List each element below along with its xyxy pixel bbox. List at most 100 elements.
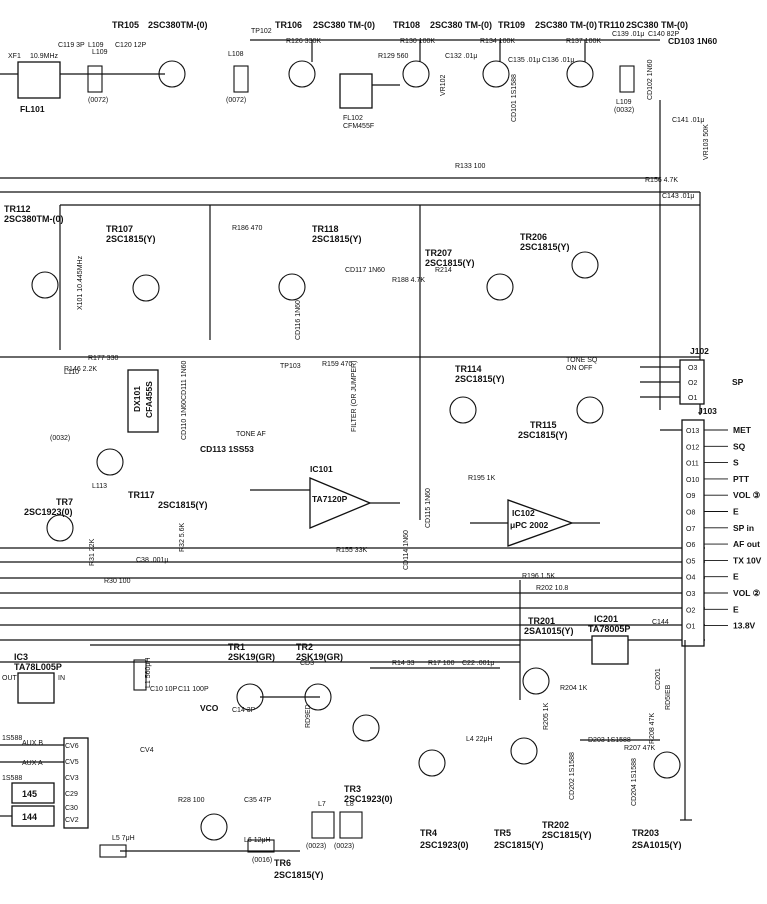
ic3-regulator: [17, 672, 55, 704]
tr2-part: 2SK19(GR): [296, 652, 343, 662]
j102-sp-label: SP: [732, 377, 744, 387]
cd115-label: CD115 1N60: [425, 488, 432, 528]
ic3-in-label: IN: [58, 675, 65, 682]
tr201-label: TR201: [528, 616, 555, 626]
l113-label: L113: [92, 483, 107, 490]
aux-crystal-block: [0, 737, 89, 829]
c11-label: C11 100P: [178, 686, 209, 693]
tr7-label: TR7: [56, 497, 73, 507]
tr207-label: TR207: [425, 248, 452, 258]
j103-pin-5: O5: [686, 558, 695, 565]
l109b-label: L109: [616, 99, 632, 106]
cd3-part: RD9ED: [305, 704, 312, 728]
cd117-label: CD117 1N60: [345, 267, 385, 274]
r205-label: R205 1K: [543, 702, 550, 730]
tone-af-label: TONE AF: [236, 431, 266, 438]
tr114-label: TR114: [455, 364, 482, 374]
tr106-label: TR106: [275, 20, 302, 30]
cd111-label: CD111 1N60: [181, 360, 188, 400]
tr1-part: 2SK19(GR): [228, 652, 275, 662]
tr5-label: TR5: [494, 828, 511, 838]
d203-label: D203 1S1588: [588, 737, 631, 744]
j103-pin-4: O4: [686, 575, 695, 582]
c119-label: C119 3P: [58, 42, 85, 49]
tr117-label: TR117: [128, 490, 155, 500]
j103-pin-2: O2: [686, 607, 695, 614]
l1-label: L1 560μH: [145, 658, 152, 689]
ic101-part: TA7120P: [312, 494, 348, 504]
c139-label: C139 .01μ: [612, 31, 644, 38]
tr2-label: TR2: [296, 642, 313, 652]
cd102-label: CD102 1N60: [647, 59, 654, 100]
r188-label: R188 4.7K: [392, 277, 425, 284]
cd110-label: CD110 1N60: [181, 400, 188, 440]
bottom-wires: [90, 640, 692, 852]
fl101-label: FL101: [20, 104, 45, 114]
l4-label: L4 22μH: [466, 736, 493, 743]
tr206-part: 2SC1815(Y): [520, 242, 570, 252]
tr3-label: TR3: [344, 784, 361, 794]
vr103-label: VR103 50K: [703, 124, 710, 160]
xf1-freq: 10.9MHz: [30, 53, 59, 60]
c140-label: C140 82P: [648, 31, 679, 38]
vco-label: VCO: [200, 703, 219, 713]
j103-pin-9: O9: [686, 493, 695, 500]
c135-label: C135 .01μ: [508, 57, 540, 64]
mid-transistors: [31, 251, 604, 542]
j103-pin-label-12: SQ: [733, 441, 746, 451]
r31-label: R31 22K: [89, 538, 96, 566]
tr4-label: TR4: [420, 828, 437, 838]
l108-code: (0072): [226, 97, 246, 104]
l8-label: L8: [346, 801, 354, 808]
j103-pin-1: O1: [686, 624, 695, 631]
j103-pin-label-6: AF out: [733, 539, 760, 549]
tr5-part: 2SC1815(Y): [494, 840, 544, 850]
tr110-label: TR110: [598, 20, 625, 30]
r134-label: R134 100K: [480, 38, 515, 45]
tr115-part: 2SC1815(Y): [518, 430, 568, 440]
fl102-part: CFM455F: [343, 123, 374, 130]
j102-pin-2: O2: [688, 380, 697, 387]
cd113-label: CD113 1SS53: [200, 444, 254, 454]
l110-code: (0032): [50, 435, 70, 442]
aux-b-label: AUX B: [22, 740, 43, 747]
cd116-label: CD116 1N60: [295, 300, 302, 340]
c22-label: C22 .001μ: [462, 660, 494, 667]
top-transistors: [100, 39, 660, 88]
c132-label: C132 .01μ: [445, 53, 477, 60]
cv4-label: CV4: [140, 747, 154, 754]
l7-label: L7: [318, 801, 326, 808]
tr202-part: 2SC1815(Y): [542, 830, 592, 840]
j103-pin-label-13: MET: [733, 425, 752, 435]
j103-pin-10: O10: [686, 477, 699, 484]
r155-label: R155 33K: [336, 547, 367, 554]
tr207-part: 2SC1815(Y): [425, 258, 475, 268]
r146-label: R146 2.2K: [64, 366, 97, 373]
cv2-label: CV2: [65, 817, 79, 824]
dx101-label: DX101: [132, 386, 142, 412]
tp102-label: TP102: [251, 28, 272, 35]
r186-label: R186 470: [232, 225, 262, 232]
j103-pin-7: O7: [686, 526, 695, 533]
c38-label: C38 .001μ: [136, 557, 168, 564]
ic3-out-label: OUT: [2, 675, 18, 682]
tr206-label: TR206: [520, 232, 547, 242]
tone-sq-label: TONE SQ: [566, 357, 598, 364]
j103-pin-label-3: VOL ②: [733, 588, 761, 598]
tr107-part: 2SC1815(Y): [106, 234, 156, 244]
fl101-filter: [0, 61, 100, 99]
tr201-part: 2SA1015(Y): [524, 626, 574, 636]
j103-pin-label-2: E: [733, 604, 739, 614]
r207-label: R207 47K: [624, 745, 655, 752]
dx101-filter: [127, 369, 159, 433]
tr114-part: 2SC1815(Y): [455, 374, 505, 384]
cd3-label: CD3: [300, 660, 314, 667]
tr109-label: TR109: [498, 20, 525, 30]
tr118-part: 2SC1815(Y): [312, 234, 362, 244]
l5-label: L5 7μH: [112, 835, 135, 842]
crystal-145-label: 145: [22, 789, 37, 799]
j103-pin-label-4: E: [733, 572, 739, 582]
bottom-transistors: [200, 667, 681, 841]
r32-label: R32 5.6K: [179, 522, 186, 552]
r130-label: R130 100K: [400, 38, 435, 45]
